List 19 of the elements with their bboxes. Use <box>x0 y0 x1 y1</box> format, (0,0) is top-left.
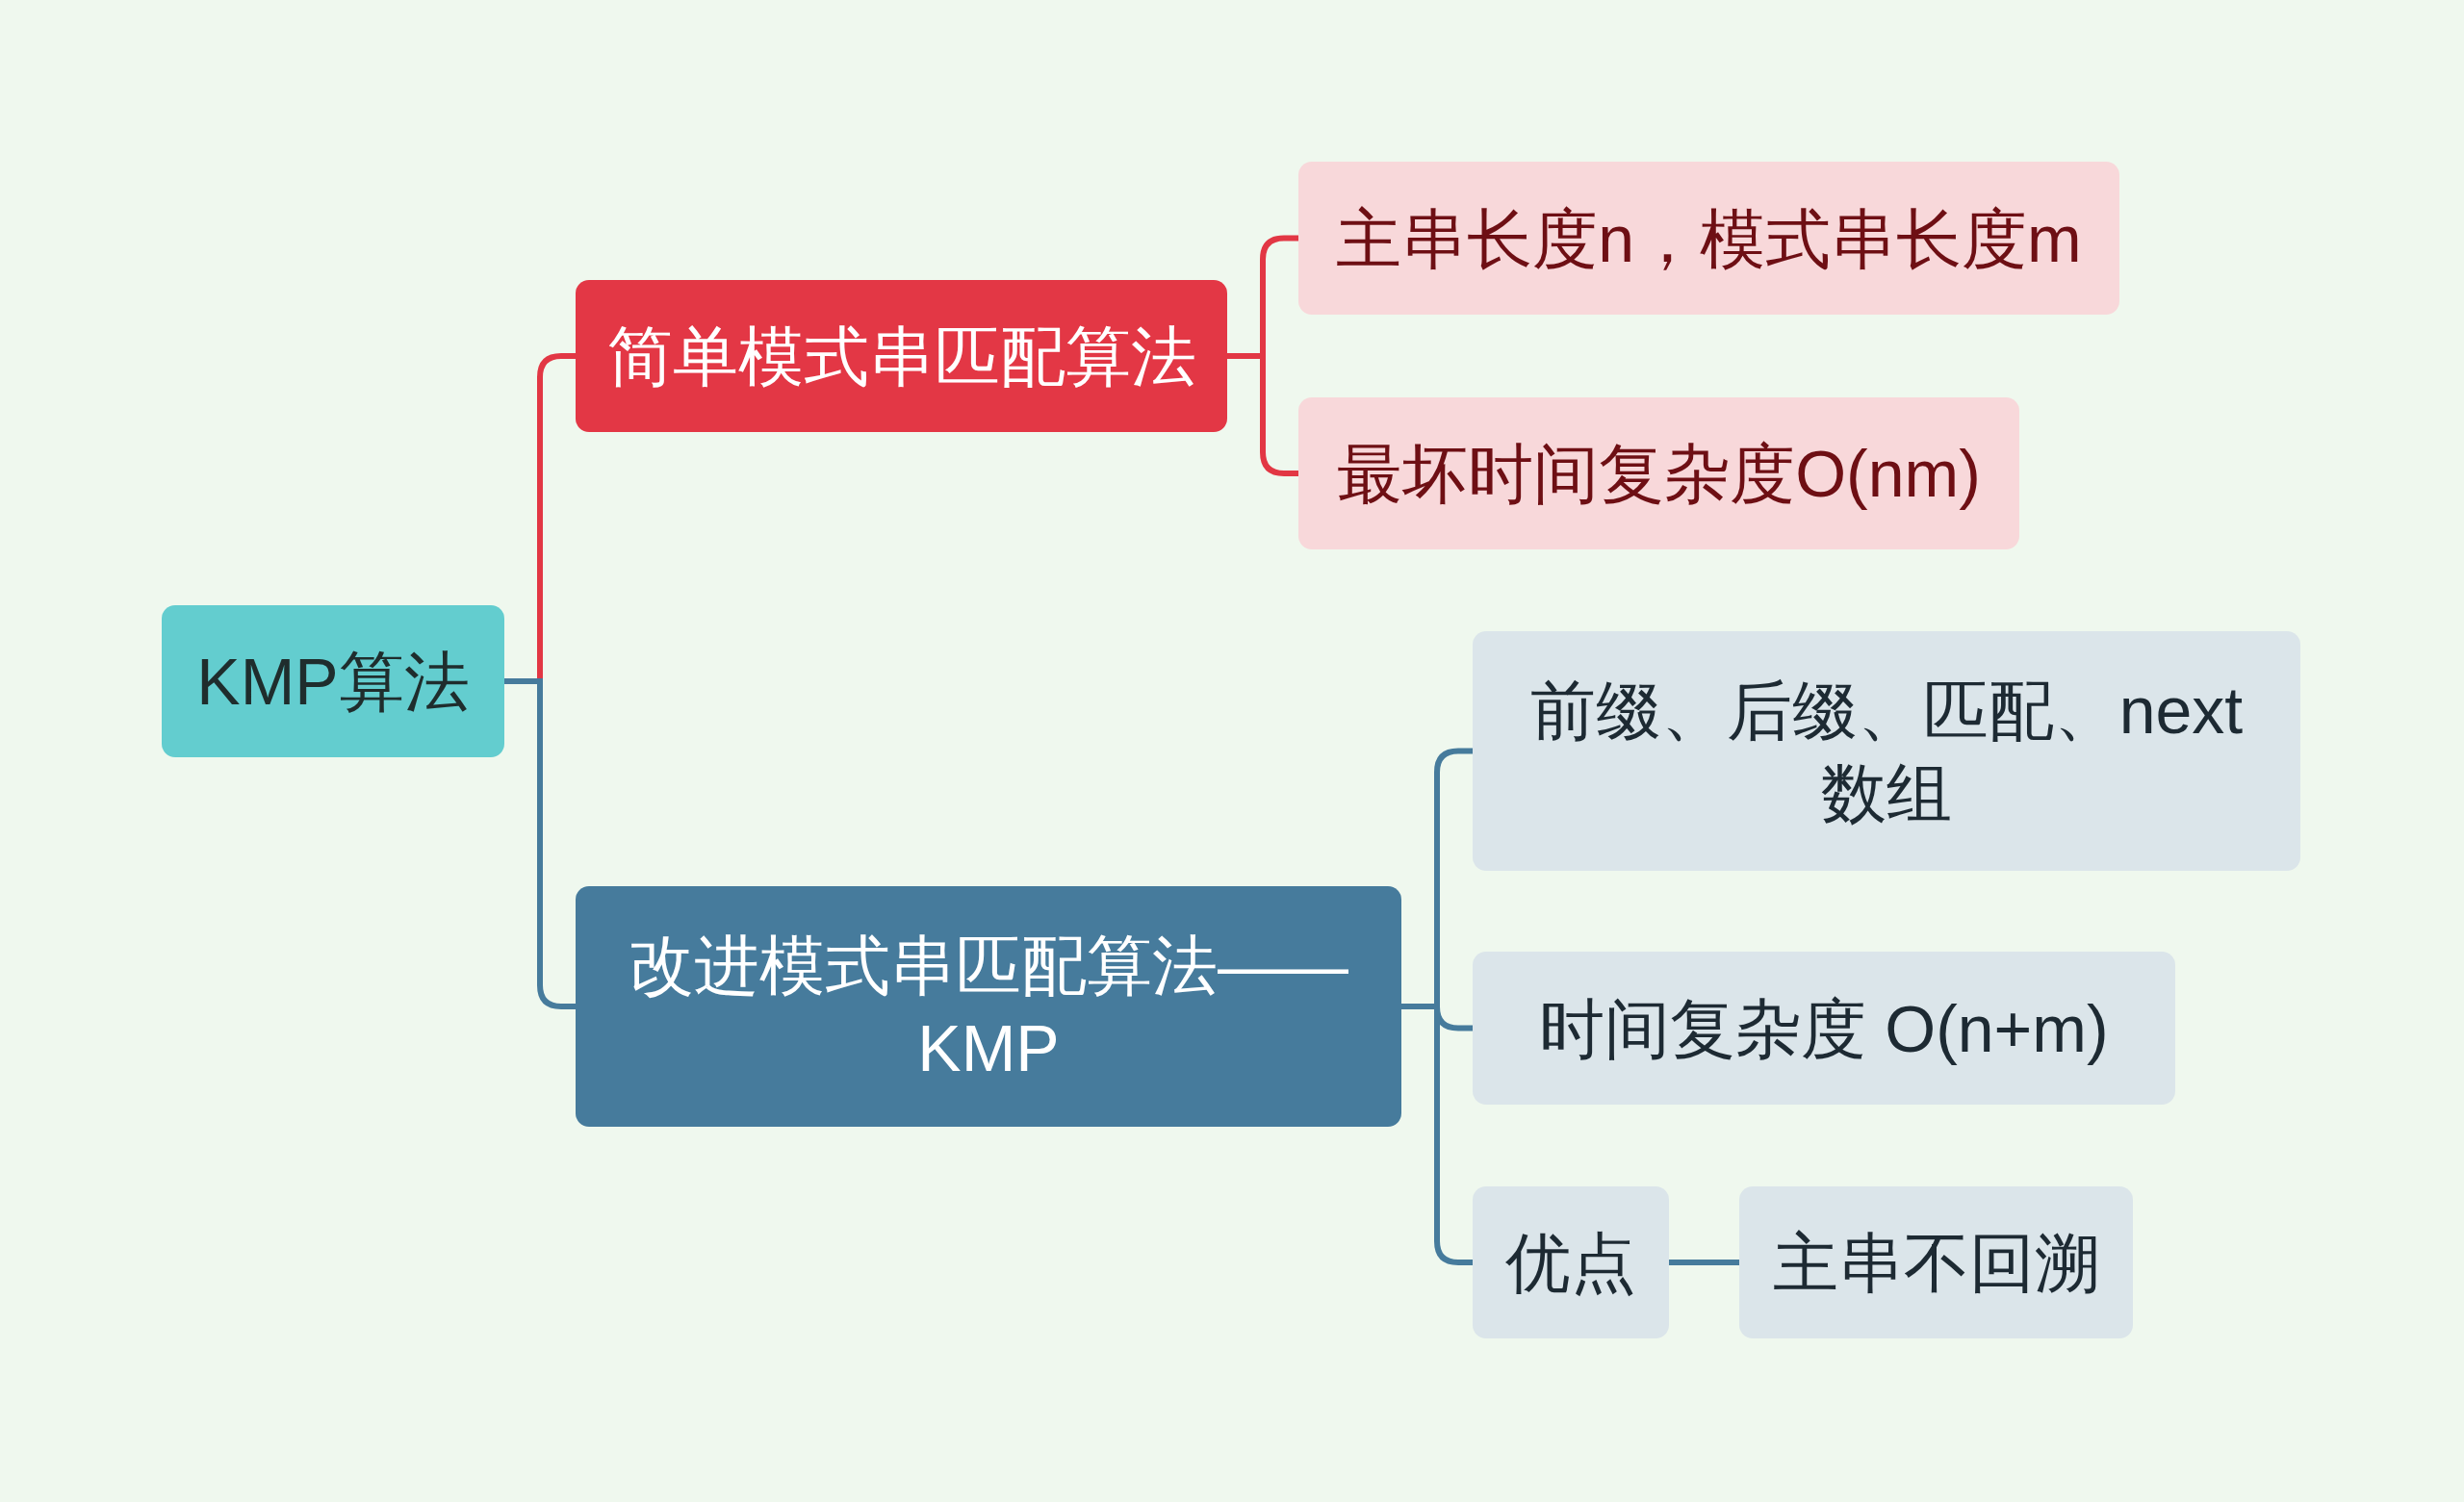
topic-label: 优点 <box>1505 1225 1636 1301</box>
topic-label: 主串长度n，模式串长度m <box>1336 200 2082 277</box>
subtopic <box>1473 952 2175 1105</box>
topic-label: KMP算法 <box>196 644 470 720</box>
main-topic <box>576 280 1227 432</box>
topic-label: 改进模式串匹配算法——KMP <box>628 928 1349 1086</box>
topic-label: 最坏时间复杂度O(nm) <box>1337 436 1981 512</box>
topic-label: 时间复杂度 O(n+m) <box>1539 990 2109 1067</box>
central-topic <box>162 605 504 757</box>
subtopic <box>1473 631 2300 871</box>
connector-line <box>1669 1260 1739 1265</box>
topic-label: 前缀、后缀、匹配、next数组 <box>1528 672 2245 831</box>
topic-label: 主串不回溯 <box>1772 1225 2100 1301</box>
topic-label: 简单模式串匹配算法 <box>606 318 1196 395</box>
subtopic <box>1298 162 2119 315</box>
main-topic <box>576 886 1401 1127</box>
subtopic <box>1739 1186 2133 1338</box>
subtopic <box>1473 1186 1669 1338</box>
subtopic <box>1298 397 2019 549</box>
